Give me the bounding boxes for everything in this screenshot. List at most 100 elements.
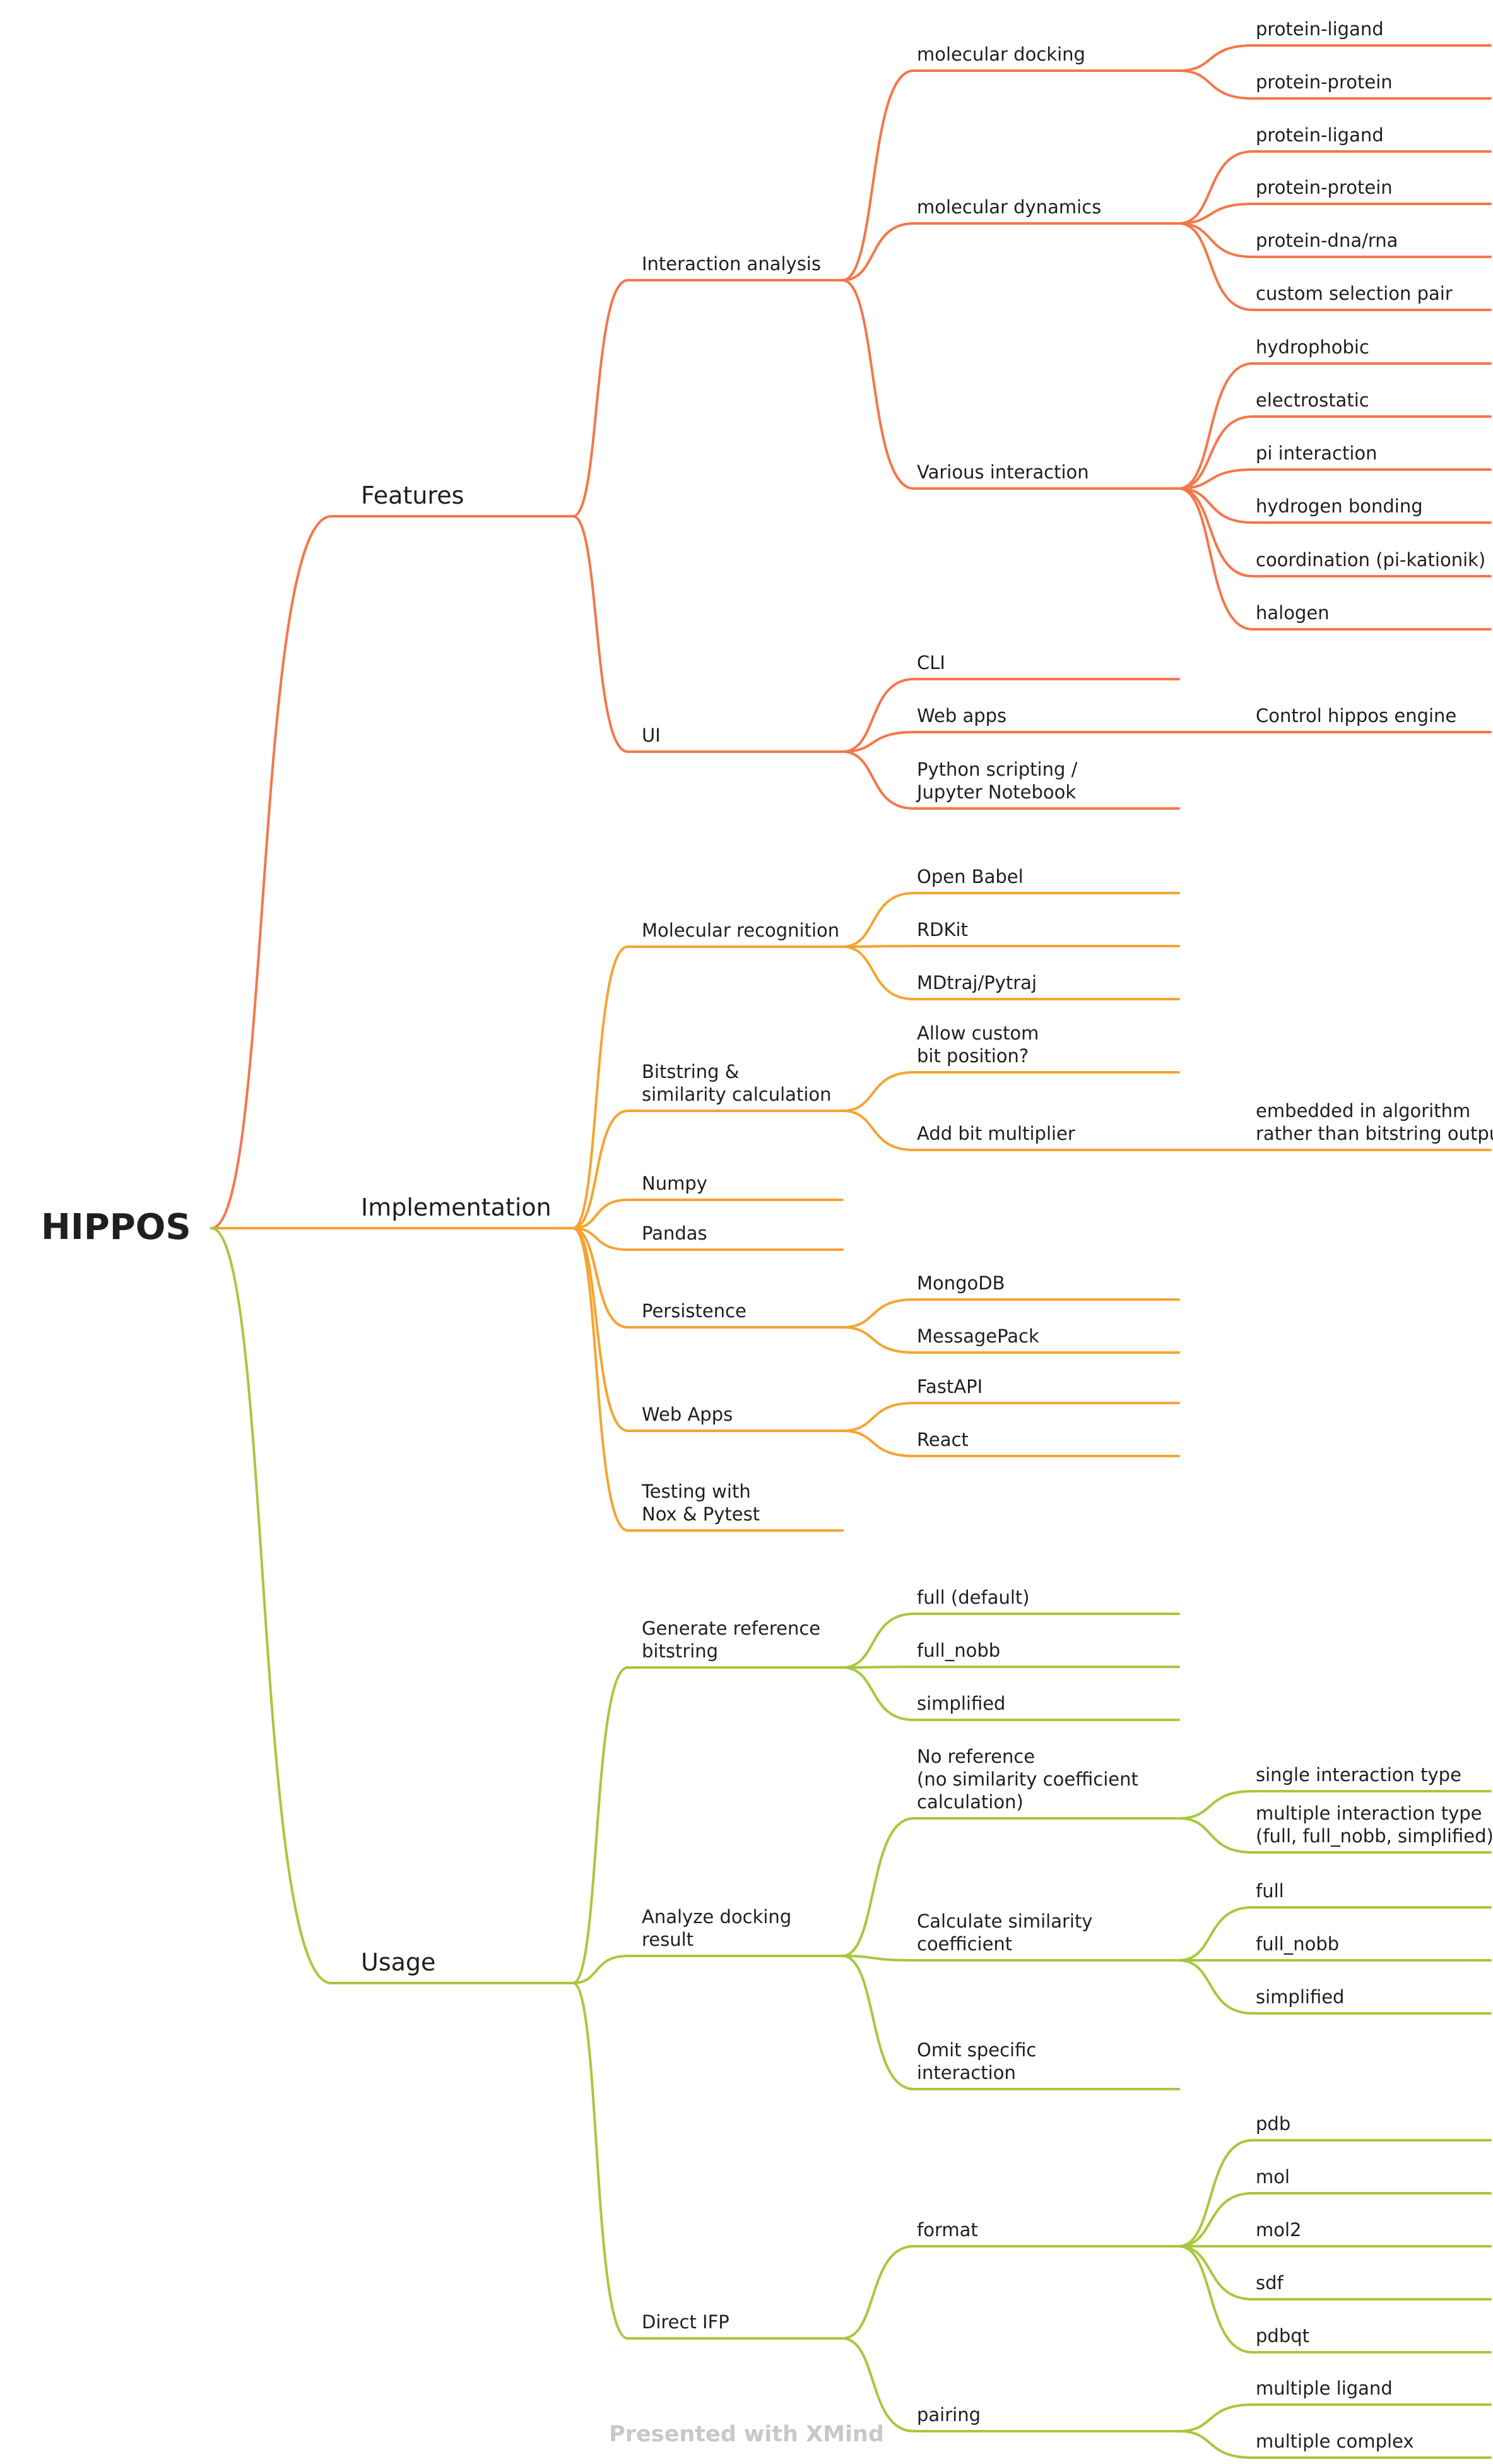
topic-pdb[interactable]: pdb [1256, 2113, 1290, 2135]
connector-coordination-pi-kationik [1177, 487, 1254, 578]
watermark: Presented with XMind [609, 2422, 884, 2447]
connector-electrostatic [1177, 415, 1254, 490]
topic-pandas[interactable]: Pandas [642, 1223, 707, 1244]
topic-full-default[interactable]: full (default) [917, 1587, 1030, 1608]
topic-various-interaction[interactable]: Various interaction [917, 461, 1089, 483]
topic-features[interactable]: Features [361, 482, 464, 509]
topic-implementation[interactable]: Implementation [361, 1194, 552, 1221]
topic-usage[interactable]: Usage [361, 1948, 435, 1976]
connector-generate-reference [572, 1666, 629, 1984]
connector-fastapi [841, 1402, 915, 1432]
topic-mol[interactable]: mol [1256, 2166, 1290, 2188]
connector-messagepack [841, 1326, 915, 1354]
connector-molecular-recognition [572, 945, 629, 1229]
topic-interaction-analysis[interactable]: Interaction analysis [642, 253, 821, 275]
topic-add-bit-multiplier[interactable]: Add bit multiplier [917, 1123, 1075, 1144]
topic-protein-dna-rna[interactable]: protein-dna/rna [1256, 230, 1398, 251]
topic-full-nobb[interactable]: full_nobb [917, 1640, 1000, 1661]
connector-molecular-dynamics [841, 222, 915, 281]
topic-open-babel[interactable]: Open Babel [917, 866, 1024, 887]
topic-hydrogen-bonding[interactable]: hydrogen bonding [1256, 495, 1423, 517]
topic-rdkit[interactable]: RDKit [917, 919, 968, 940]
connector-numpy [572, 1199, 629, 1229]
topic-protein-protein[interactable]: protein-protein [1256, 71, 1393, 93]
topic-pdbqt[interactable]: pdbqt [1256, 2325, 1309, 2347]
topic-pi-interaction[interactable]: pi interaction [1256, 442, 1378, 464]
connector-testing-with [572, 1227, 629, 1532]
connector-hydrophobic [1177, 362, 1254, 490]
topic-molecular-dynamics[interactable]: molecular dynamics [917, 196, 1101, 218]
connector-direct-ifp [572, 1982, 629, 2340]
connector-bitstring [572, 1110, 629, 1229]
topic-hydrophobic[interactable]: hydrophobic [1256, 336, 1369, 358]
topic-mdtraj-pytraj[interactable]: MDtraj/Pytraj [917, 972, 1037, 993]
topic-custom-selection-pair[interactable]: custom selection pair [1256, 283, 1453, 304]
topic-multiple-interaction-type[interactable]: multiple interaction type(full, full_nob… [1256, 1803, 1493, 1847]
topic-react[interactable]: React [917, 1429, 969, 1450]
topic-direct-ifp[interactable]: Direct IFP [642, 2311, 729, 2333]
connector-mol [1177, 2192, 1254, 2248]
topic-sdf[interactable]: sdf [1256, 2272, 1284, 2294]
topic-protein-ligand[interactable]: protein-ligand [1256, 18, 1384, 40]
topic-full-nobb[interactable]: full_nobb [1256, 1933, 1339, 1955]
topic-simplified[interactable]: simplified [917, 1693, 1005, 1714]
connector-protein-ligand [1177, 44, 1254, 72]
topic-fastapi[interactable]: FastAPI [917, 1376, 983, 1397]
topic-bitstring[interactable]: Bitstring &similarity calculation [642, 1061, 832, 1105]
connector-analyze-docking [572, 1955, 629, 1984]
topic-full[interactable]: full [1256, 1880, 1284, 1902]
connector-sdf [1177, 2245, 1254, 2301]
topic-mol2[interactable]: mol2 [1256, 2219, 1302, 2241]
topic-web-apps[interactable]: Web Apps [642, 1404, 733, 1425]
topic-simplified[interactable]: simplified [1256, 1986, 1344, 2008]
topic-persistence[interactable]: Persistence [642, 1300, 746, 1322]
topic-molecular-recognition[interactable]: Molecular recognition [642, 920, 839, 941]
topic-pairing[interactable]: pairing [917, 2404, 981, 2426]
connector-mongodb [841, 1298, 915, 1329]
connector-python-scripting [841, 750, 915, 810]
connector-web-apps [572, 1227, 629, 1432]
connector-protein-ligand [1177, 150, 1254, 225]
topic-coordination-pi-kationik[interactable]: coordination (pi-kationik) [1256, 549, 1485, 571]
topic-single-interaction-type[interactable]: single interaction type [1256, 1764, 1461, 1786]
connector-lines [210, 44, 1492, 2459]
topic-halogen[interactable]: halogen [1256, 602, 1330, 624]
topic-web-apps[interactable]: Web apps [917, 705, 1006, 726]
topic-protein-ligand[interactable]: protein-ligand [1256, 124, 1384, 146]
connector-rdkit [841, 945, 915, 948]
connector-cli [841, 678, 915, 753]
topic-numpy[interactable]: Numpy [642, 1173, 707, 1194]
topic-format[interactable]: format [917, 2219, 978, 2241]
connector-format [841, 2245, 915, 2340]
connector-web-apps [841, 731, 915, 753]
topic-molecular-docking[interactable]: molecular docking [917, 44, 1085, 65]
connector-no-reference [841, 1817, 915, 1957]
topic-messagepack[interactable]: MessagePack [917, 1325, 1039, 1347]
topic-cli[interactable]: CLI [917, 652, 945, 673]
connector-multiple-interaction-type [1177, 1817, 1254, 1854]
connector-react [841, 1430, 915, 1457]
connector-features [210, 515, 333, 1229]
connector-full-default [841, 1613, 915, 1669]
topic-python-scripting[interactable]: Python scripting /Jupyter Notebook [916, 759, 1078, 803]
topic-mongodb[interactable]: MongoDB [917, 1272, 1005, 1294]
root-topic-label[interactable]: HIPPOS [41, 1207, 191, 1248]
connector-protein-protein [1177, 69, 1254, 100]
topic-protein-protein[interactable]: protein-protein [1256, 177, 1393, 198]
topic-electrostatic[interactable]: electrostatic [1256, 389, 1369, 411]
topic-multiple-complex[interactable]: multiple complex [1256, 2431, 1414, 2452]
connector-full [1177, 1906, 1254, 1962]
topic-ui[interactable]: UI [642, 725, 661, 746]
topic-control-hippos-engine[interactable]: Control hippos engine [1256, 705, 1456, 726]
connector-protein-protein [1177, 203, 1254, 225]
topic-multiple-ligand[interactable]: multiple ligand [1256, 2378, 1393, 2399]
